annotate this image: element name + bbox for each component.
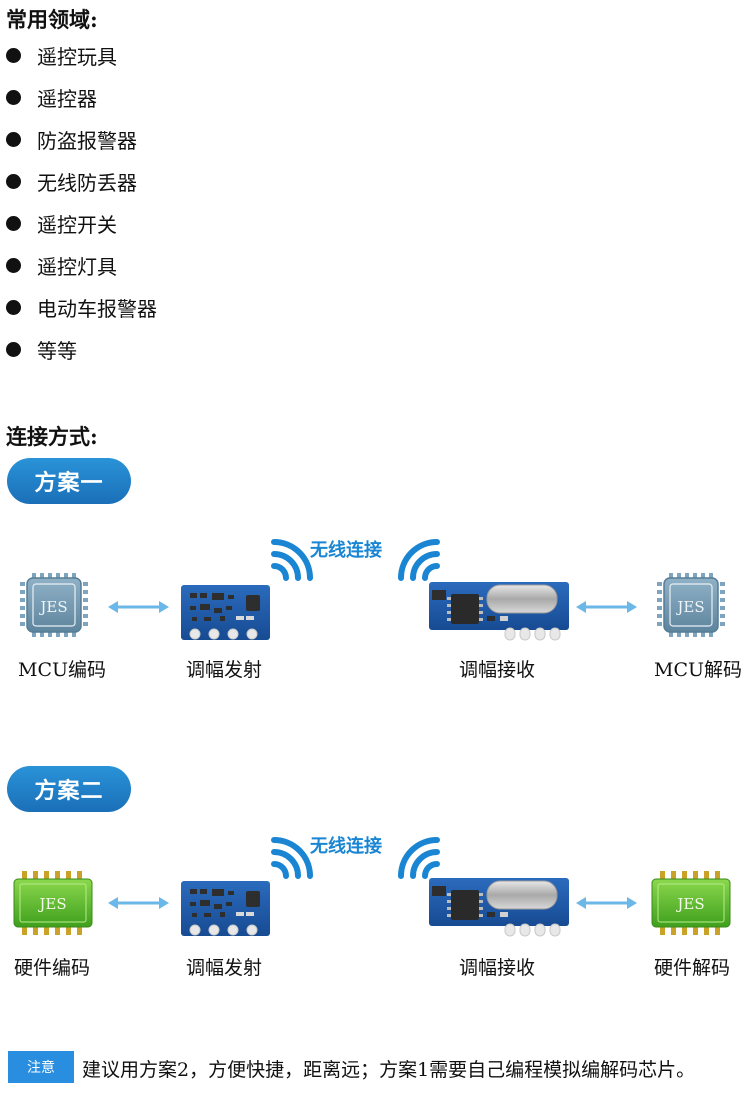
connection-heading: 连接方式: — [6, 424, 98, 449]
bullet-icon — [6, 89, 21, 105]
wifi-signal-icon — [398, 539, 440, 581]
double-arrow-icon — [108, 601, 169, 613]
note-text: 建议用方案2，方便快捷，距离远；方案1需要自己编程模拟编解码芯片。 — [82, 1059, 696, 1081]
caption-receiver: 调幅接收 — [459, 659, 536, 681]
bullet-icon — [6, 299, 21, 315]
double-arrow-icon — [576, 897, 637, 909]
note-tag: 注意 — [8, 1051, 74, 1083]
chip-label: JES — [38, 598, 67, 616]
list-item: 遥控开关 — [6, 209, 117, 237]
plan1-badge: 方案一 — [7, 458, 131, 504]
list-item: 电动车报警器 — [6, 293, 157, 321]
plan2-badge: 方案二 — [7, 766, 131, 812]
wifi-signal-icon — [271, 539, 313, 581]
double-arrow-icon — [108, 897, 169, 909]
bullet-icon — [6, 341, 21, 357]
bullet-icon — [6, 257, 21, 273]
list-item: 无线防丢器 — [6, 167, 137, 195]
wireless-label: 无线连接 — [310, 540, 382, 561]
list-item: 防盗报警器 — [6, 125, 137, 153]
caption-encoder: MCU编码 — [18, 659, 107, 681]
list-item: 遥控器 — [6, 83, 97, 111]
caption-decoder: MCU解码 — [654, 659, 743, 681]
transmitter-module-icon — [181, 585, 270, 640]
chip-label: JES — [37, 895, 66, 913]
applications-heading: 常用领域: — [6, 7, 98, 32]
double-arrow-icon — [576, 601, 637, 613]
chip-icon — [657, 573, 725, 637]
chip-label: JES — [675, 895, 704, 913]
receiver-module-icon — [429, 878, 569, 937]
list-item: 遥控灯具 — [6, 251, 117, 279]
chip-label: JES — [675, 598, 704, 616]
bullet-icon — [6, 173, 21, 189]
bullet-icon — [6, 131, 21, 147]
receiver-module-icon — [429, 582, 569, 641]
plan1-diagram: JES — [20, 539, 725, 641]
wifi-signal-icon — [398, 837, 440, 879]
caption-receiver: 调幅接收 — [459, 957, 536, 979]
caption-encoder: 硬件编码 — [14, 957, 91, 979]
chip-icon — [13, 871, 93, 935]
transmitter-module-icon — [181, 881, 270, 936]
plan2-diagram: JES — [13, 837, 731, 937]
list-item: 等等 — [6, 335, 77, 363]
bullet-icon — [6, 47, 21, 63]
wifi-signal-icon — [271, 837, 313, 879]
chip-icon — [651, 871, 731, 935]
caption-transmitter: 调幅发射 — [186, 659, 263, 681]
list-item: 遥控玩具 — [6, 41, 117, 69]
caption-transmitter: 调幅发射 — [186, 957, 263, 979]
caption-decoder: 硬件解码 — [654, 957, 731, 979]
chip-icon — [20, 573, 88, 637]
bullet-icon — [6, 215, 21, 231]
wireless-label: 无线连接 — [310, 836, 382, 857]
